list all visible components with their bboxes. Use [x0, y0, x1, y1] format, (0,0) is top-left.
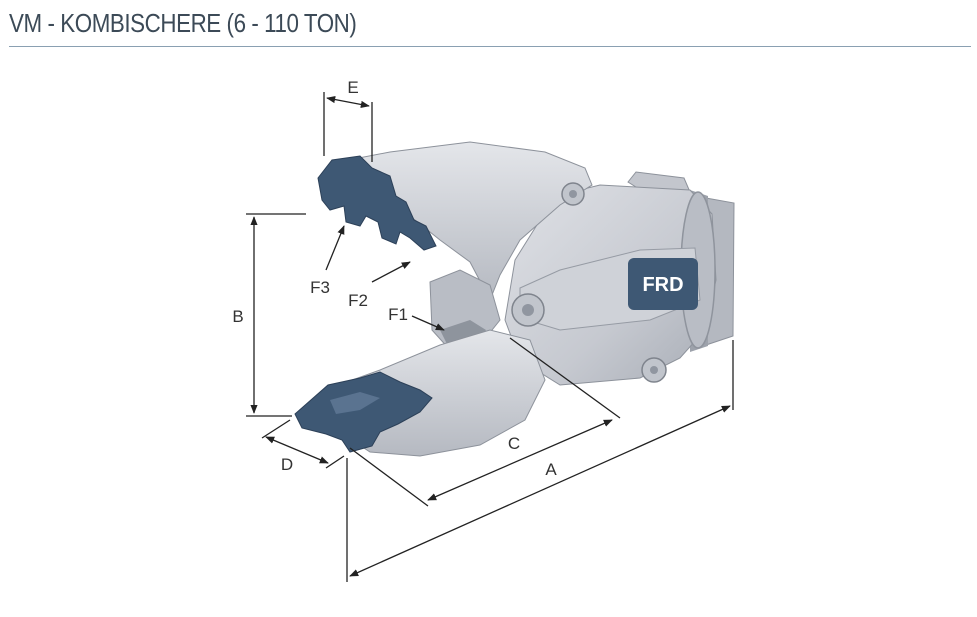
logo-text: FRD [642, 274, 683, 296]
page-title: VM - KOMBISCHERE (6 - 110 TON) [9, 8, 357, 38]
label-d: D [281, 455, 293, 474]
f1-pointer [411, 315, 445, 331]
label-f1: F1 [388, 305, 408, 324]
dimension-c-ext-left [349, 447, 429, 507]
upper-teeth [317, 155, 437, 251]
dimension-e-line [326, 95, 370, 109]
f3-pointer [325, 225, 345, 271]
dimension-d-ext-right [325, 455, 345, 469]
dimension-d-ext-left [261, 419, 291, 439]
label-a: A [545, 460, 557, 479]
label-e: E [347, 78, 358, 97]
dimension-a-line [349, 405, 731, 577]
dimension-c-ext-right [509, 337, 621, 419]
dimension-d-line [265, 436, 329, 464]
dimension-lines [246, 92, 734, 582]
title-divider [9, 46, 971, 47]
label-b: B [232, 307, 243, 326]
label-f2: F2 [348, 291, 368, 310]
f2-pointer [371, 261, 411, 283]
label-c: C [508, 434, 520, 453]
logo-plate [628, 258, 698, 310]
dimension-labels: E B D C A F3 F2 F1 [232, 78, 557, 479]
label-f3: F3 [310, 278, 330, 297]
page-header: VM - KOMBISCHERE (6 - 110 TON) [0, 0, 977, 48]
upper-jaw [336, 141, 593, 302]
